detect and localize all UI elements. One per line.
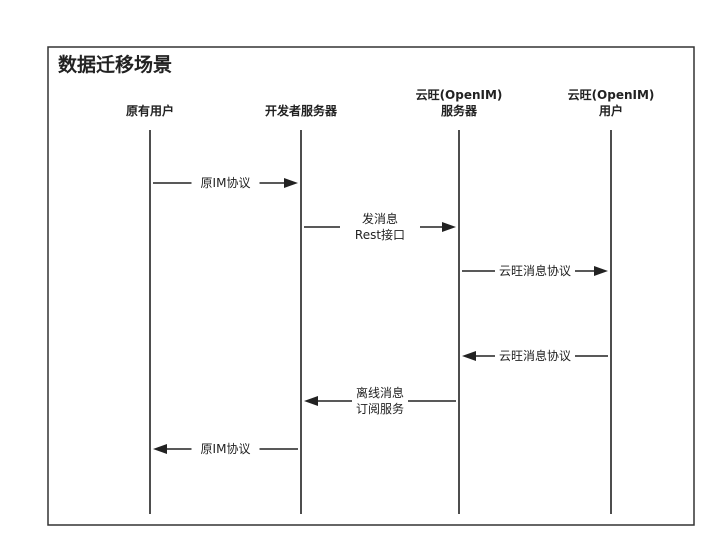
actor-label: 原有用户 [126,103,174,118]
message-label: 订阅服务 [356,401,404,416]
message-label: 云旺消息协议 [499,263,571,278]
message-label: 原IM协议 [201,175,251,190]
actor-label: 服务器 [441,103,478,118]
arrowhead-icon [304,396,318,406]
message: 云旺消息协议 [462,262,608,280]
message-label-bg [191,174,260,192]
message: 云旺消息协议 [462,347,608,365]
actor-label: 云旺(OpenIM) [568,88,655,102]
actor-label: 用户 [598,103,623,118]
message-label-bg [352,384,408,418]
arrowhead-icon [153,444,167,454]
message: 原IM协议 [153,440,298,458]
diagram-frame [47,46,695,526]
message: 原IM协议 [153,174,298,192]
actor-label: 云旺(OpenIM) [416,88,503,102]
message-label-bg [495,262,575,280]
message-label-bg [191,440,260,458]
message-label: 云旺消息协议 [499,348,571,363]
message-label: 发消息 [362,211,398,226]
message-label: 离线消息 [356,385,404,400]
arrowhead-icon [284,178,298,188]
message-label: 原IM协议 [201,441,251,456]
message-label-bg [340,210,420,244]
message-label-bg [495,347,575,365]
message-label: Rest接口 [355,227,405,242]
diagram-title: 数据迁移场景 [58,53,172,76]
arrowhead-icon [442,222,456,232]
actor-label: 开发者服务器 [265,103,338,118]
arrowhead-icon [594,266,608,276]
arrowhead-icon [462,351,476,361]
